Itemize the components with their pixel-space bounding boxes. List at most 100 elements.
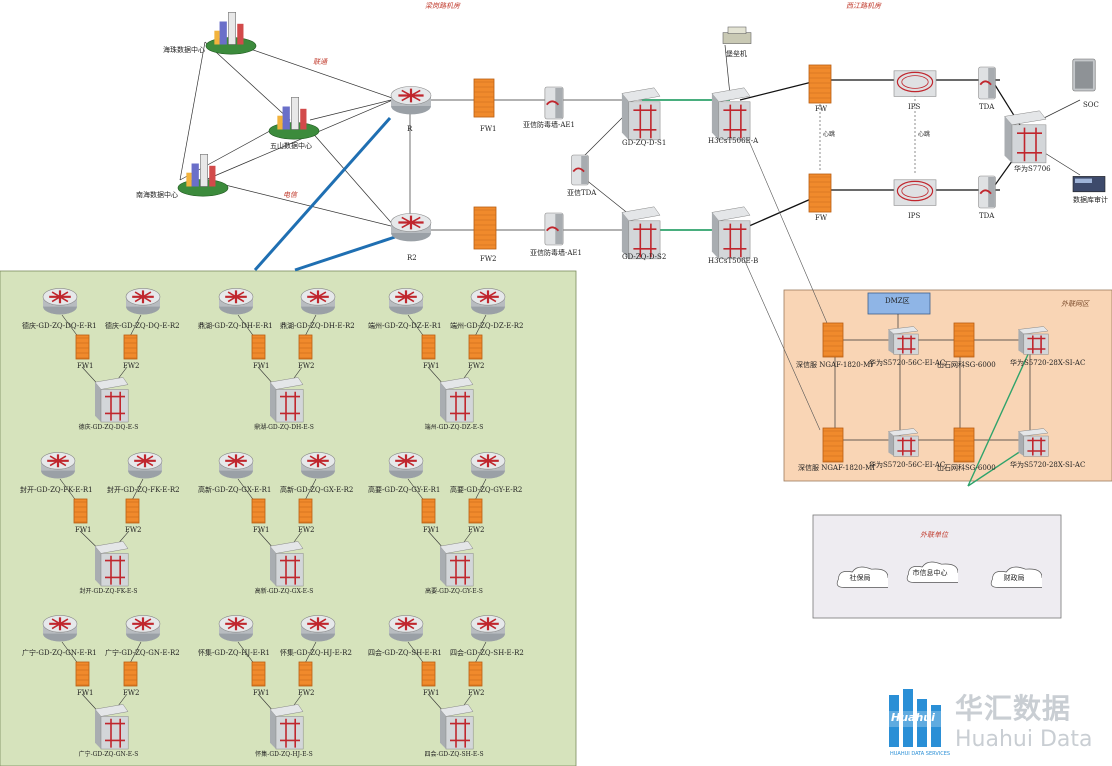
blue-trunk [294, 235, 396, 272]
partner-item-2: 财政局 [1003, 574, 1025, 582]
heartbeat-label-2: 心跳 [918, 131, 931, 138]
h3c-to-external [739, 249, 821, 431]
branch-switch-label: 怀集-GD-ZQ-HJ-E-S [255, 751, 313, 758]
router-icon [470, 452, 506, 479]
dc-link [309, 129, 396, 228]
h3c-to-fw [739, 194, 821, 231]
bastion-label: 堡垒机 [726, 50, 747, 58]
branch-switch-label: 高新-GD-ZQ-GX-E-S [254, 588, 314, 595]
db-audit-label: 数据库审计 [1073, 196, 1108, 204]
switch-icon [269, 704, 304, 750]
logo-mark-text: Huahui [891, 711, 935, 724]
branch-router-2-label: 广宁-GD-ZQ-GN-E-R2 [105, 649, 180, 657]
tda-link [579, 109, 631, 161]
branch-router-1-label: 四会-GD-ZQ-SH-E-R1 [368, 649, 442, 657]
fw-a-label: FW [815, 105, 828, 113]
switch-icon [94, 704, 128, 750]
switch-icon [1004, 110, 1047, 164]
sangfor-label-1: 深信服 NGAF-1820-MI [796, 361, 874, 369]
datacenter-icon [177, 154, 229, 197]
branch-router-2-label: 四会-GD-ZQ-SH-E-R2 [450, 649, 524, 657]
branch-router-2-label: 高要-GD-ZQ-GY-E-R2 [450, 486, 523, 494]
branch-fw1-label: FW1 [423, 689, 440, 697]
branch-fw1-label: FW1 [75, 526, 92, 534]
h3c-to-fw [739, 79, 821, 101]
branch-router-2-label: 封开-GD-ZQ-FK-E-R2 [107, 486, 180, 494]
switch-label-s2: GD-ZQ-D-S2 [622, 253, 667, 261]
cloud-icon [836, 566, 888, 588]
branch-router-1-label: 封开-GD-ZQ-FK-E-R1 [20, 486, 93, 494]
logo-chinese-name: 华汇数据 [955, 692, 1072, 725]
branch-router-2-label: 鼎湖-GD-ZQ-DH-E-R2 [280, 322, 355, 330]
router-icon [300, 615, 336, 642]
av1-label: 亚信防毒墙-AE1 [523, 121, 575, 129]
switch-icon [269, 377, 304, 423]
switch-icon [711, 206, 751, 260]
branch-router-1-label: 高要-GD-ZQ-GY-E-R1 [368, 486, 441, 494]
ips-icon [893, 179, 937, 206]
server-icon [544, 212, 564, 246]
branch-router-1-label: 德庆-GD-ZQ-DQ-E-R1 [22, 322, 97, 330]
dc-link [204, 41, 291, 121]
firewall-icon [75, 334, 90, 360]
datacenter-icon [268, 97, 320, 140]
branch-router-2-label: 高新-GD-ZQ-GX-E-R2 [280, 486, 354, 494]
router-icon [42, 288, 78, 315]
switch-icon [621, 87, 661, 141]
firewall-icon [808, 173, 832, 213]
branch-switch-label: 封开-GD-ZQ-FK-E-S [79, 588, 138, 595]
dc-link [309, 98, 396, 121]
partner-item-0: 社保局 [849, 574, 871, 582]
firewall-icon [468, 498, 483, 524]
branch-fw2-label: FW2 [123, 362, 140, 370]
hw-switch-label-3: 华为S5720-28X-SI-AC [1010, 359, 1086, 367]
fw2-label: FW2 [480, 255, 497, 263]
firewall-icon [298, 334, 313, 360]
h3c-label-a: H3CsT506E-A [708, 137, 759, 145]
blue-trunk [253, 117, 392, 271]
switch-icon [94, 541, 128, 587]
firewall-icon [298, 498, 313, 524]
hw-switch-label-4: 华为S5720-28X-SI-AC [1010, 461, 1086, 469]
bastion-link [724, 44, 731, 96]
switch-icon [621, 206, 661, 260]
hillstone-label-1: 山石网科SG-6000 [937, 361, 996, 369]
firewall-icon [123, 661, 138, 687]
firewall-icon [251, 661, 266, 687]
firewall-icon [298, 661, 313, 687]
switch-icon [887, 326, 919, 355]
h3c-label-b: H3CsT506E-B [708, 257, 759, 265]
sangfor-label-2: 深信服 NGAF-1820-MI [798, 464, 876, 472]
router-icon [388, 452, 424, 479]
soc-icon [1072, 58, 1096, 92]
site-label-xijiang: 西江路机房 [846, 2, 881, 10]
datacenter-icon [205, 12, 257, 55]
ips-b-label: IPS [908, 212, 921, 220]
ips-a-label: IPS [908, 103, 921, 111]
tda-a-label: TDA [979, 103, 995, 111]
switch-icon [439, 377, 474, 423]
branch-switch-label: 高要-GD-ZQ-GY-E-S [425, 588, 483, 595]
firewall-icon [421, 661, 436, 687]
firewall-icon [123, 334, 138, 360]
router-icon [218, 615, 254, 642]
branch-switch-label: 四会-GD-ZQ-SH-E-S [424, 751, 484, 758]
switch-icon [269, 541, 304, 587]
hw-switch-label-2: 华为S5720-56C-EI-AC [869, 461, 946, 469]
firewall-icon [75, 661, 90, 687]
firewall-icon [953, 322, 975, 358]
fw1-label: FW1 [480, 125, 497, 133]
switch-label-s1: GD-ZQ-D-S1 [622, 139, 667, 147]
tda-b-label: TDA [979, 212, 995, 220]
branch-switch-label: 广宁-GD-ZQ-GN-E-S [78, 751, 139, 758]
cloud-icon [906, 561, 958, 583]
branch-fw2-label: FW2 [468, 526, 485, 534]
branch-router-2-label: 德庆-GD-ZQ-DQ-E-R2 [105, 322, 180, 330]
dmz-label: DMZ区 [885, 297, 910, 305]
router-icon [300, 288, 336, 315]
firewall-icon [125, 498, 140, 524]
firewall-icon [473, 206, 497, 250]
dc-link [204, 179, 396, 228]
router-icon [388, 615, 424, 642]
branch-router-2-label: 端州-GD-ZQ-DZ-E-R2 [450, 322, 524, 330]
